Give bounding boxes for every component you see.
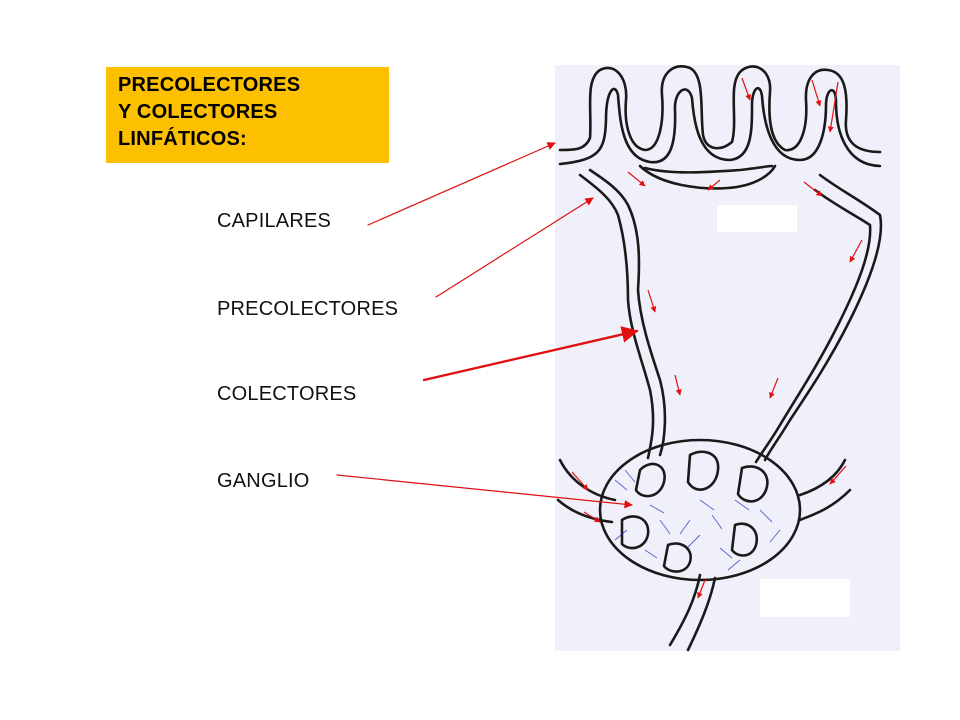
flow-arrow (811, 79, 822, 107)
drawing-panel (555, 65, 900, 651)
right-precollector (763, 173, 883, 462)
pointer-arrow-precolectores (435, 197, 594, 298)
pointer-arrow-ganglio (336, 474, 633, 509)
flow-arrow (707, 179, 721, 191)
pointer-arrow-colectores (422, 326, 639, 382)
title-line-1: PRECOLECTORES (118, 74, 301, 96)
efferent-vessel (668, 573, 702, 647)
capillary-loops-inner (558, 86, 882, 168)
flow-arrow (827, 81, 839, 133)
title-line-3: LINFÁTICOS: (118, 128, 247, 150)
label-colectores: COLECTORES (217, 383, 357, 405)
flow-arrow (829, 465, 847, 485)
pointer-arrow-capilares (367, 142, 556, 226)
flow-arrow (697, 579, 706, 599)
flow-arrow (803, 181, 823, 197)
flow-arrow (769, 377, 779, 399)
flow-arrow (571, 471, 589, 491)
flow-arrow (627, 171, 646, 187)
blank-patch-bottom (760, 579, 850, 617)
blank-patch-top (717, 205, 797, 232)
label-ganglio: GANGLIO (217, 470, 310, 492)
flow-arrow (741, 77, 751, 101)
flow-arrow (674, 374, 682, 396)
flow-arrow (849, 239, 863, 263)
flow-arrow (647, 289, 657, 313)
label-capilares: CAPILARES (217, 210, 332, 232)
flow-arrow (583, 511, 601, 523)
precollector-loop (638, 164, 777, 190)
title-line-2: Y COLECTORES (118, 101, 278, 123)
title-box: PRECOLECTORES Y COLECTORES LINFÁTICOS: (106, 67, 389, 163)
label-precolectores: PRECOLECTORES (217, 298, 399, 320)
left-precollector (588, 168, 667, 457)
capillary-loops-outer (558, 65, 882, 154)
